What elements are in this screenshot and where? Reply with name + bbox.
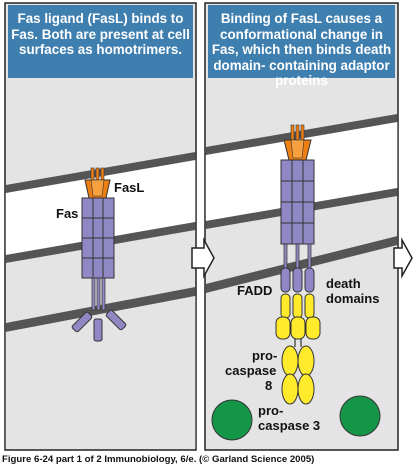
arrow-middle (191, 237, 215, 279)
fas-receptor-left (71, 197, 127, 342)
label-fasl: FasL (114, 180, 145, 195)
procaspase3-right (339, 395, 381, 437)
caption-right: Binding of FasL causes a conformational … (208, 5, 395, 88)
label-procaspase8-line1: pro- (252, 348, 278, 363)
label-procaspase8-line2: caspase (225, 363, 277, 378)
procaspase3-left (211, 399, 253, 441)
fasl-trimer-right (283, 124, 312, 161)
fadd-adaptors (275, 293, 321, 340)
figure-credit: Figure 6-24 part 1 of 2 Immunobiology, 6… (2, 454, 315, 465)
label-domains: domains (326, 291, 380, 306)
label-fas: Fas (56, 206, 79, 221)
label-procaspase3-line1: pro- (258, 403, 284, 418)
fasl-trimer-left (84, 167, 111, 199)
arrow-right (393, 237, 413, 279)
label-death: death (326, 276, 361, 291)
procaspase8-pair (281, 339, 315, 405)
caption-left: Fas ligand (FasL) binds to Fas. Both are… (8, 5, 193, 78)
label-procaspase8-line3: 8 (265, 378, 273, 393)
fas-receptor-right (280, 159, 315, 293)
label-procaspase3-line2: caspase 3 (258, 418, 321, 433)
label-fadd: FADD (237, 283, 273, 298)
